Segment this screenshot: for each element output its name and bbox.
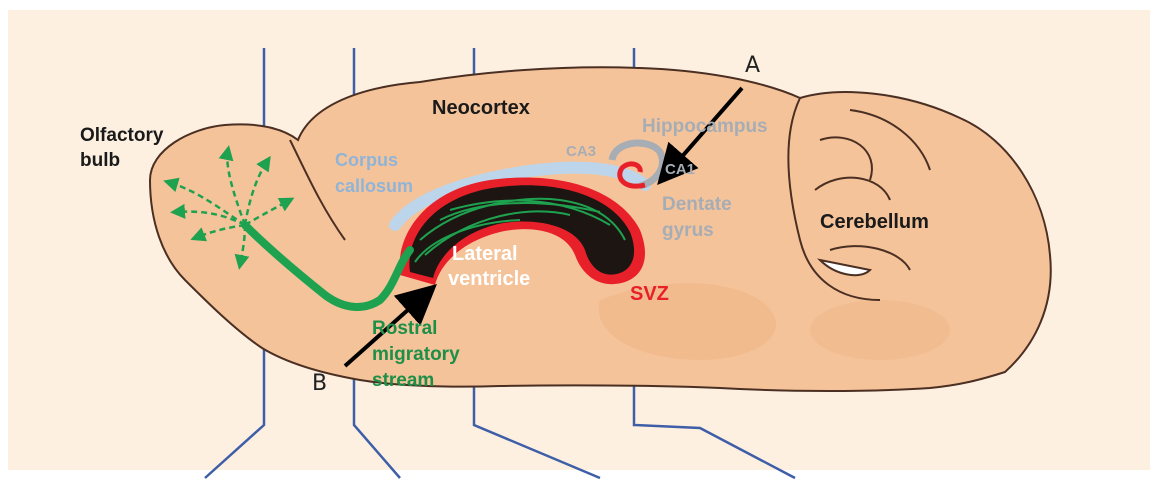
rostral-migratory-stream-label-2: migratory (372, 344, 460, 365)
hippocampus-label: Hippocampus (642, 116, 768, 137)
olfactory-bulb-label-2: bulb (80, 150, 120, 171)
inner-shading-2 (810, 300, 950, 360)
lateral-ventricle-label-1: Lateral (452, 243, 518, 265)
cerebellum-label: Cerebellum (820, 211, 929, 233)
rostral-migratory-stream-label-3: stream (372, 370, 434, 391)
dentate-gyrus-label-1: Dentate (662, 194, 732, 215)
olfactory-bulb-label-1: Olfactory (80, 125, 164, 146)
svz-label: SVZ (630, 283, 669, 305)
rostral-migratory-stream-label-1: Rostral (372, 318, 437, 339)
marker-a-label: A (745, 53, 760, 78)
dentate-gyrus-label-2: gyrus (662, 220, 714, 241)
marker-b-label: B (312, 371, 327, 396)
ca3-label: CA3 (566, 143, 596, 160)
corpus-callosum-label-1: Corpus (335, 150, 398, 170)
corpus-callosum-label-2: callosum (335, 176, 413, 196)
ca1-label: CA1 (665, 161, 695, 178)
lateral-ventricle-label-2: ventricle (448, 268, 530, 290)
neocortex-label: Neocortex (432, 97, 530, 119)
